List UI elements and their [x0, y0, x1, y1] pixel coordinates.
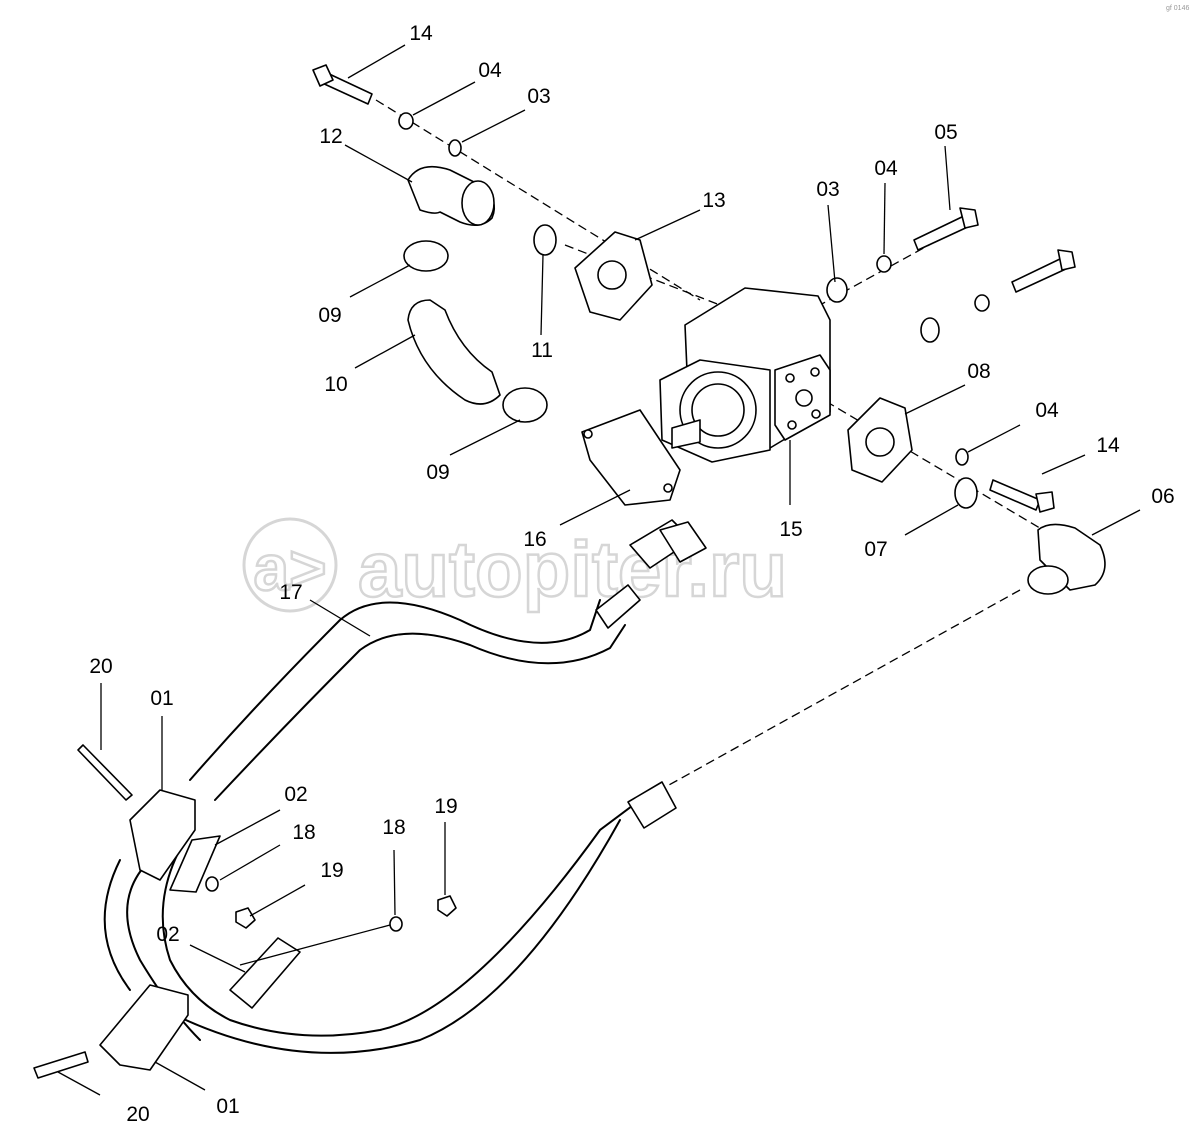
callout-18: 18: [382, 816, 405, 839]
callout-01: 01: [150, 687, 173, 710]
bolts: [312, 64, 1076, 513]
callout-09: 09: [426, 461, 449, 484]
callout-01: 01: [216, 1095, 239, 1118]
gasket: [581, 409, 681, 506]
clamp-09a: [403, 240, 449, 272]
callout-07: 07: [864, 538, 887, 561]
callout-14: 14: [1096, 434, 1120, 457]
callout-04: 04: [874, 157, 898, 180]
callout-09: 09: [318, 304, 341, 327]
callouts: 14 04 03 12 13 03 04 05 09 11 10 09 08 0…: [89, 22, 1174, 1126]
callout-13: 13: [702, 189, 725, 212]
callout-15: 15: [779, 518, 802, 541]
callout-02: 02: [284, 783, 307, 806]
brackets: [33, 744, 301, 1079]
callout-14: 14: [409, 22, 433, 45]
callout-02: 02: [156, 923, 179, 946]
hose-10: [407, 299, 501, 405]
callout-03: 03: [527, 85, 550, 108]
callout-16: 16: [523, 528, 546, 551]
watermark: a> autopiter.ru: [242, 517, 788, 614]
callout-18: 18: [292, 821, 315, 844]
hose-17: [103, 519, 707, 1054]
callout-20: 20: [126, 1103, 149, 1126]
watermark-logo-text: a>: [254, 532, 327, 604]
watermark-text: autopiter.ru: [358, 525, 787, 613]
callout-06: 06: [1151, 485, 1174, 508]
corner-mark: gf 0146: [1166, 5, 1189, 12]
callout-05: 05: [934, 121, 957, 144]
callout-17: 17: [279, 581, 302, 604]
callout-11: 11: [531, 339, 553, 362]
leader-lines: [57, 44, 1141, 1096]
callout-03: 03: [816, 178, 839, 201]
callout-19: 19: [320, 859, 343, 882]
callout-04: 04: [1035, 399, 1059, 422]
callout-19: 19: [434, 795, 457, 818]
hydraulic-pump: [659, 287, 831, 463]
o-ring-11: [533, 224, 557, 256]
callout-08: 08: [967, 360, 990, 383]
callout-12: 12: [319, 125, 342, 148]
callout-10: 10: [324, 373, 347, 396]
callout-04: 04: [478, 59, 502, 82]
clamp-09b: [502, 387, 548, 423]
washers: [205, 112, 990, 932]
callout-20: 20: [89, 655, 112, 678]
o-ring-07: [954, 477, 978, 509]
watermark-logo-icon: [242, 517, 338, 613]
